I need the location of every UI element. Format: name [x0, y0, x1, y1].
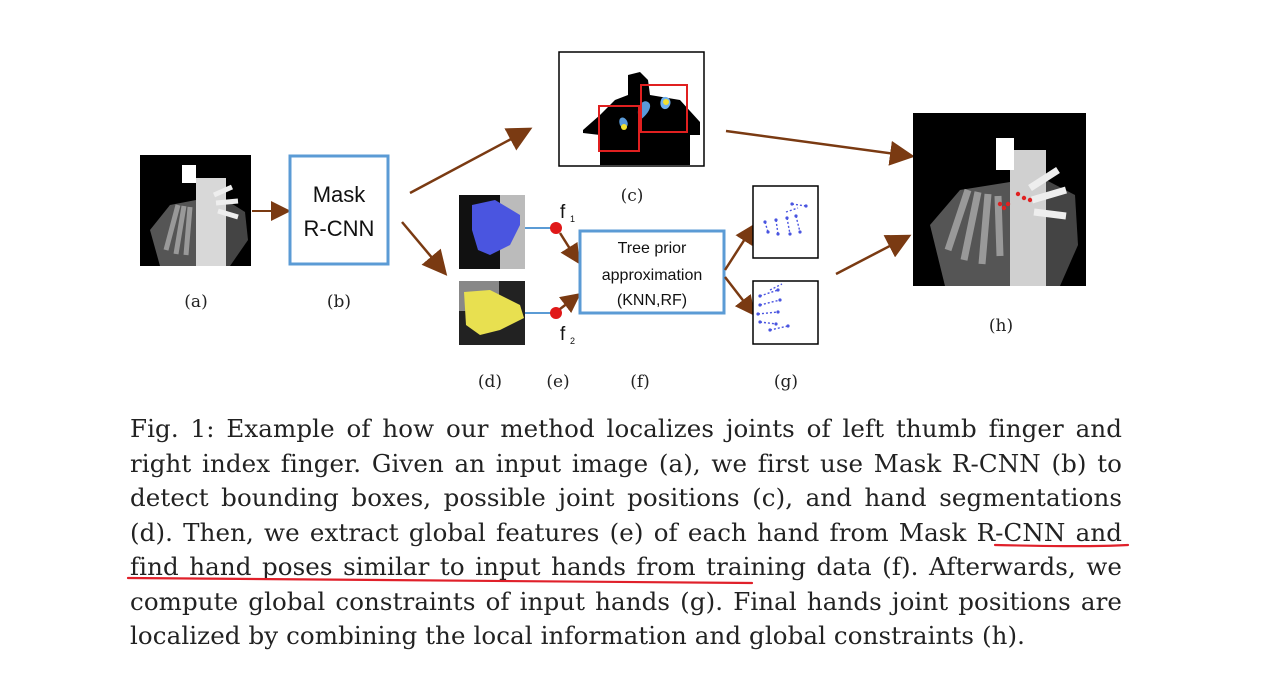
tree-prior-box: Tree prior approximation (KNN,RF)	[578, 229, 726, 315]
input-depth-image	[140, 155, 251, 266]
label-c: (c)	[621, 186, 644, 206]
arrow-f-to-g-bottom	[724, 276, 756, 316]
label-e: (e)	[546, 372, 569, 392]
caption-label: Fig. 1:	[130, 414, 215, 443]
mask-rcnn-line1: Mask	[313, 182, 367, 207]
detection-image	[558, 51, 705, 167]
arrow-f2-to-f	[559, 292, 581, 314]
feature-dot-f2	[550, 307, 562, 319]
output-joint-image	[913, 113, 1086, 286]
label-h: (h)	[989, 316, 1013, 336]
label-a: (a)	[184, 292, 207, 312]
caption-underlined-text: find hand poses similar to input hands f…	[130, 552, 872, 581]
arrow-b-to-d	[401, 221, 448, 276]
figure-caption: Fig. 1: Example of how our method locali…	[130, 412, 1122, 654]
arrow-c-to-h	[725, 129, 915, 166]
pipeline-figure: Mask R-CNN f 1 f 2 Tree p	[140, 51, 1086, 392]
global-constraint-skeleton-top	[752, 185, 819, 259]
mask-rcnn-line2: R-CNN	[304, 216, 375, 241]
label-b: (b)	[327, 292, 351, 312]
label-g: (g)	[774, 372, 798, 392]
caption-text-after: (f). Afterwards, we compute global const…	[130, 552, 1123, 650]
tree-prior-line2: approximation	[602, 267, 703, 284]
global-constraint-skeleton-bottom	[752, 280, 819, 345]
feature-label-f2-sub: 2	[570, 336, 575, 346]
feature-label-f2: f	[560, 324, 566, 345]
feature-label-f1-sub: 1	[570, 214, 575, 224]
mask-rcnn-box: Mask R-CNN	[288, 154, 390, 266]
hand-segmentation-yellow	[459, 281, 525, 345]
caption-text-before: Example of how our method localizes join…	[130, 414, 1122, 547]
hand-segmentation-blue	[459, 195, 525, 269]
label-d: (d)	[478, 372, 502, 392]
arrow-f-to-g-top	[723, 223, 755, 271]
tree-prior-line3: (KNN,RF)	[617, 292, 687, 309]
arrow-b-to-c	[409, 127, 533, 195]
label-f: (f)	[630, 372, 650, 392]
tree-prior-line1: Tree prior	[618, 240, 687, 257]
arrow-g-to-h	[835, 234, 912, 276]
arrow-f1-to-f	[558, 232, 580, 265]
feature-dot-f1	[550, 222, 562, 234]
feature-label-f1: f	[560, 202, 566, 223]
